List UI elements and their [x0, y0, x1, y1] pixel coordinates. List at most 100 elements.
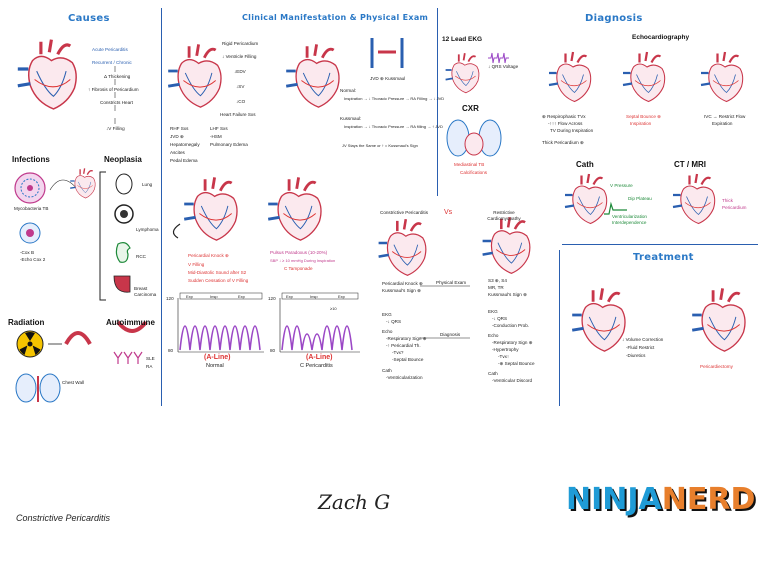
echo-heart-2: [621, 50, 666, 103]
lymphoma-icon: [114, 204, 134, 224]
author-signature: Zach G: [318, 490, 391, 514]
constrictive-title: Constrictive Pericarditis: [380, 210, 428, 215]
restrictive-dx-6: -Tvx↑: [498, 354, 510, 359]
cause-recurrent: Recurrent / Chronic: [92, 60, 132, 65]
breast-icon: [113, 275, 131, 293]
ctmri-note-0: Thick: [722, 198, 733, 203]
restrictive-pe-0: S3 ⊕, S4: [488, 278, 507, 283]
pericarditis-aline-waveform: [279, 292, 360, 353]
restrictive-dx-2: -Conduction Prob.: [492, 323, 530, 328]
infections-title: Infections: [12, 155, 50, 164]
kussmaul-normal-label: Normal:: [340, 88, 357, 93]
ctmri-note-1: Pericardium: [722, 205, 747, 210]
diagnosis-label: Diagnosis: [440, 332, 461, 337]
pulsus-delta: ≥10: [330, 306, 337, 311]
radiation-title: Radiation: [8, 318, 45, 327]
constrictive-pe-0: Pericardial Knock ⊕: [382, 281, 423, 286]
cath-heart-diagram: [563, 172, 608, 225]
axis-top-right: 120: [268, 296, 276, 301]
ctmri-title: CT / MRI: [674, 160, 706, 169]
restrictive-title: Restrictive Cardiomyopathy: [487, 210, 521, 221]
knock-title: Pericardial Knock ⊕: [188, 253, 229, 258]
pulsus-title: Pulsus Paradoxus (10-20%): [270, 250, 328, 255]
ekg-low-voltage-trace: [488, 52, 509, 64]
neoplasia-breast: Breast Carcinoma: [134, 286, 157, 297]
lhf-sx-hsm: -HSM: [210, 134, 222, 139]
kidney-icon: [115, 242, 131, 263]
restrictive-pe-1: MR, TR: [488, 285, 504, 290]
pericardiectomy-label: Pericardiectomy: [700, 364, 733, 369]
axis-bottom-left: 80: [168, 348, 174, 353]
rhf-chain-1: ↓ Ventricle Filling: [222, 54, 257, 59]
aline-pericarditis-sub: C Pericarditis: [300, 363, 333, 369]
wave-left-exp-1: Exp: [186, 294, 193, 299]
rhf-chain-4: ↓CO: [236, 99, 246, 104]
kussmaul-sign: Inspiration → ↓ Thoracic Pressure → RA f…: [344, 124, 443, 129]
kussmaul-title: JVD ⊕ Kussmaul: [370, 76, 406, 81]
axis-top-left: 120: [166, 296, 174, 301]
rhf-chain-3: ↓SV: [236, 84, 245, 89]
clinical-header: Clinical Manifestation & Physical Exam: [242, 13, 429, 22]
neoplasia-title: Neoplasia: [104, 155, 142, 164]
radiation-icon: [16, 330, 44, 358]
echo-note-3: Septal Bounce ⊕: [626, 114, 662, 119]
restrictive-pe-2: Kussmaul's Sign ⊕: [488, 292, 527, 297]
divider-middle: [437, 8, 438, 196]
chest-wall-icon: [15, 373, 61, 403]
radiation-chest-wall: Chest Wall: [62, 380, 85, 385]
aline-normal-sub: Normal: [206, 363, 224, 369]
cath-ventricularization: Ventricularization Interdependence: [612, 214, 647, 225]
ekg-title: 12 Lead EKG: [442, 36, 483, 43]
kussmaul-normal: Inspiration → ↓ Thoracic Pressure → RA F…: [344, 96, 445, 101]
treatment-heart-diagram: [570, 286, 627, 353]
treatment-header: Treatment: [633, 252, 694, 263]
kussmaul-sign-label: Kussmaul:: [340, 116, 362, 121]
wave-right-exp-2: Exp: [338, 294, 345, 299]
ninja-nerd-logo: NINJANERD: [566, 482, 756, 520]
constrictive-dx-5: -Tvx?: [392, 350, 404, 355]
cause-fibrosis: ↑ Fibrosis of Pericardium: [88, 87, 139, 92]
restrictive-dx-0: EKG: [488, 309, 498, 314]
divider-left: [161, 8, 162, 406]
constrictive-pe-1: Kussmaul's Sign ⊕: [382, 288, 421, 293]
constrictive-dx-7: Cath: [382, 368, 392, 373]
cxr-note-1: Calcifications: [460, 170, 488, 175]
restrictive-dx-7: -⊕ Septal Bounce: [498, 361, 535, 366]
echo-note-4: Inspiration: [630, 121, 652, 126]
wave-right-insp: Insp: [310, 294, 318, 299]
pulsus-sbp: SBP ↓ ≥ 10 mmHg During Inspiration: [270, 258, 336, 263]
constrictive-dx-0: EKG: [382, 312, 392, 317]
autoimmune-title: Autoimmune: [106, 318, 155, 327]
infection-tb: Mycobacteria TB: [14, 206, 49, 211]
infected-heart-icon: [69, 167, 96, 199]
kussmaul-heart-diagram: [284, 42, 341, 109]
physical-exam-label: Physical Exam: [436, 280, 467, 285]
footer-title: Constrictive Pericarditis: [16, 513, 111, 523]
treatment-note-2: -Diuretics: [626, 353, 646, 358]
echo-heart-3: [699, 50, 744, 103]
wave-left-insp: Insp: [210, 294, 218, 299]
rhf-sx-ascites: Ascites: [170, 150, 185, 155]
logo-nerd: NERD: [661, 482, 756, 517]
constrictive-dx-6: -Septal Bounce: [392, 357, 424, 362]
rhf-sxs-title: RHF Sxs: [170, 126, 189, 131]
knock-cessation: Sudden Cessation of V Filling: [188, 278, 249, 283]
divider-right: [559, 250, 560, 406]
echo-note-1: -↑↑↑ Flow Across: [548, 121, 583, 126]
cxr-note-0: Mediastinal TB: [454, 162, 485, 167]
cause-constricts: Constricts Heart: [100, 100, 133, 105]
ekg-note: ↓ QRS Voltage: [488, 64, 519, 69]
cath-dip-plateau: Dip Plateau: [628, 196, 652, 201]
cause-thickening: Δ Thickening: [104, 74, 131, 79]
treatment-note-0: ↓ Volume Correction: [622, 337, 664, 342]
restrictive-dx-5: -Hypertrophy: [492, 347, 519, 352]
constrictive-dx-3: -Respiratory Sign ⊕: [386, 336, 427, 341]
radiation-pericardium-icon: [64, 331, 92, 346]
infection-coxb: -Cox B: [20, 250, 35, 255]
aline-normal-title: (A-Line): [204, 354, 231, 361]
knock-v-filling: V Filling: [188, 262, 205, 267]
restrictive-dx-4: -Respiratory Sign ⊕: [492, 340, 533, 345]
ctmri-heart-diagram: [671, 172, 716, 225]
constrictive-heart-diagram: [377, 217, 428, 277]
